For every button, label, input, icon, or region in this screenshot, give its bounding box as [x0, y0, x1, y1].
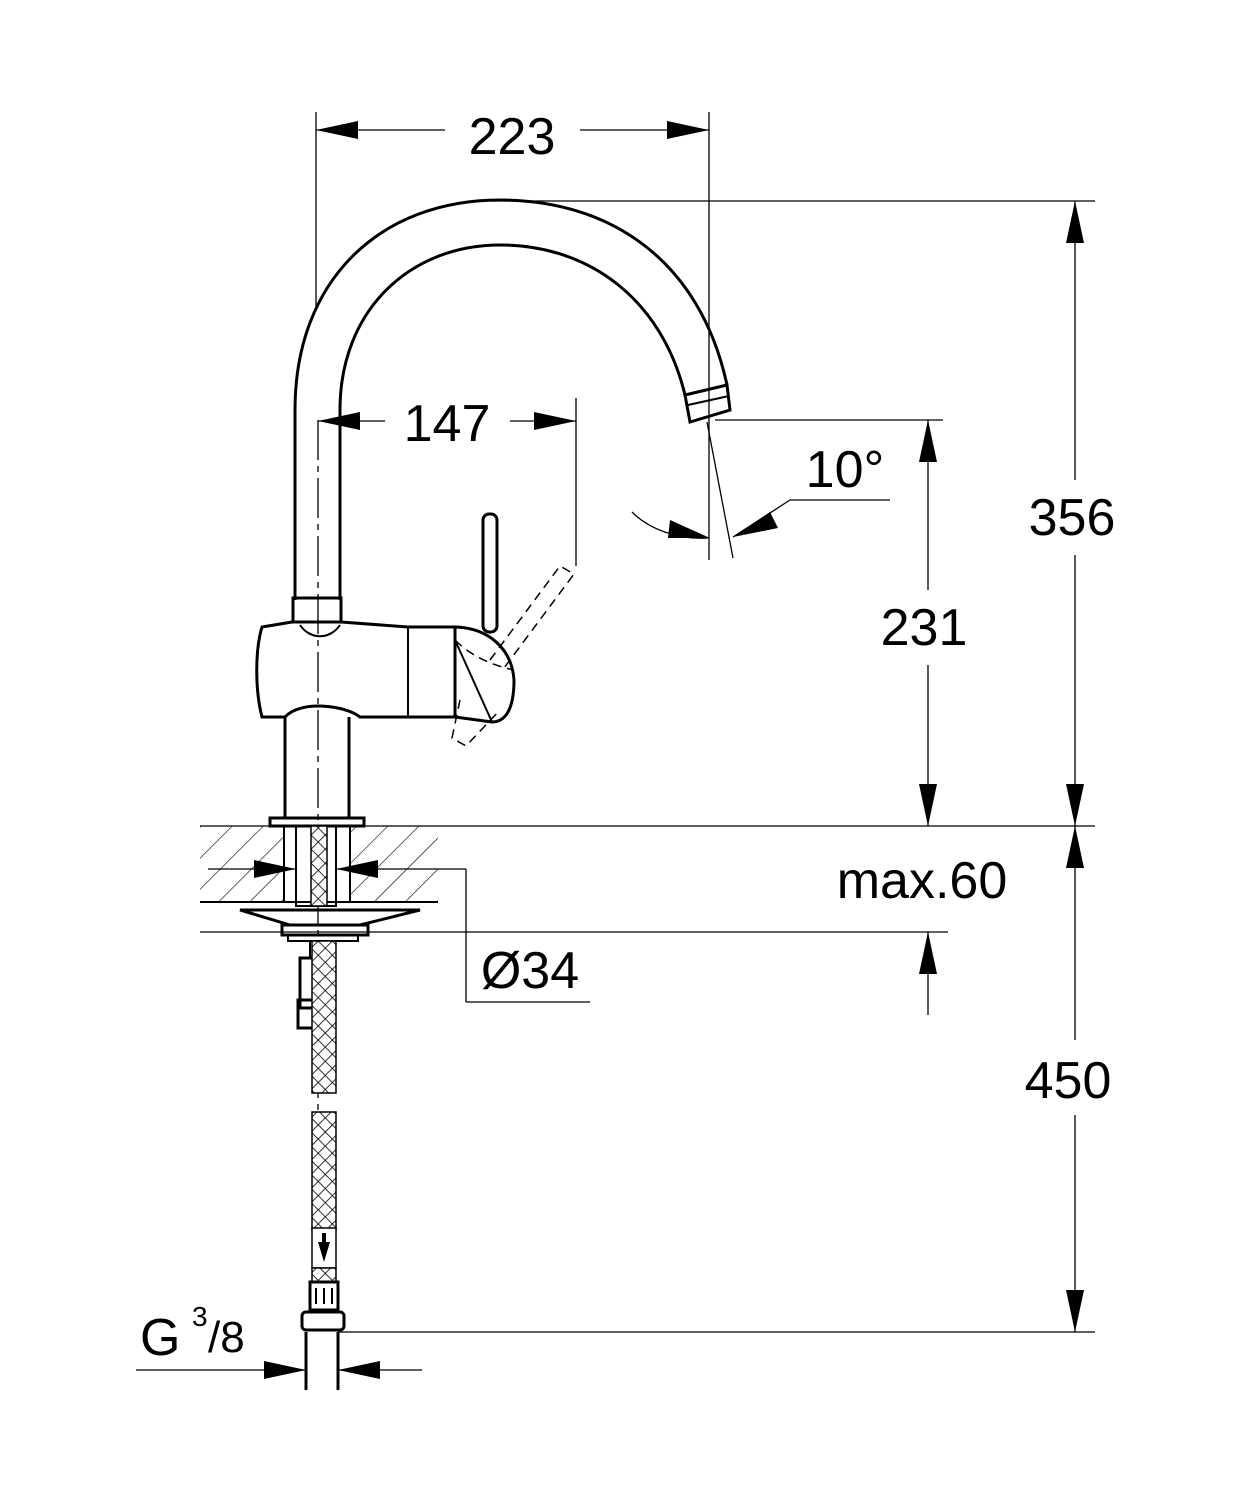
- flexible-hose: [296, 940, 346, 1390]
- dim-10deg-label: 10°: [806, 441, 885, 499]
- dim-231: 231: [881, 420, 968, 826]
- dim-d34-label: Ø34: [481, 942, 579, 1000]
- dim-thread: G 3 /8: [136, 1301, 422, 1379]
- thread-slash: /8: [208, 1313, 245, 1362]
- dim-356-label: 356: [1029, 489, 1116, 547]
- dim-147: 147: [318, 395, 576, 453]
- lever-alt-position: [451, 565, 576, 747]
- faucet-spout: [293, 198, 732, 600]
- thread-g-label: G: [140, 1309, 180, 1367]
- dim-223: 223: [316, 108, 709, 166]
- dim-10deg: 10°: [631, 421, 890, 559]
- dim-450: 450: [1025, 826, 1112, 1332]
- faucet-body: [255, 512, 516, 828]
- dim-356: 356: [1029, 201, 1116, 826]
- dim-max60-label: max.60: [837, 852, 1008, 910]
- thread-numerator: 3: [192, 1301, 208, 1332]
- dim-450-label: 450: [1025, 1052, 1112, 1110]
- dim-231-label: 231: [881, 599, 968, 657]
- dim-max60: max.60: [837, 852, 1008, 1015]
- dim-d34: Ø34: [208, 860, 590, 1003]
- worktop-section: [200, 825, 438, 942]
- dim-223-label: 223: [469, 108, 556, 166]
- dim-147-label: 147: [404, 395, 491, 453]
